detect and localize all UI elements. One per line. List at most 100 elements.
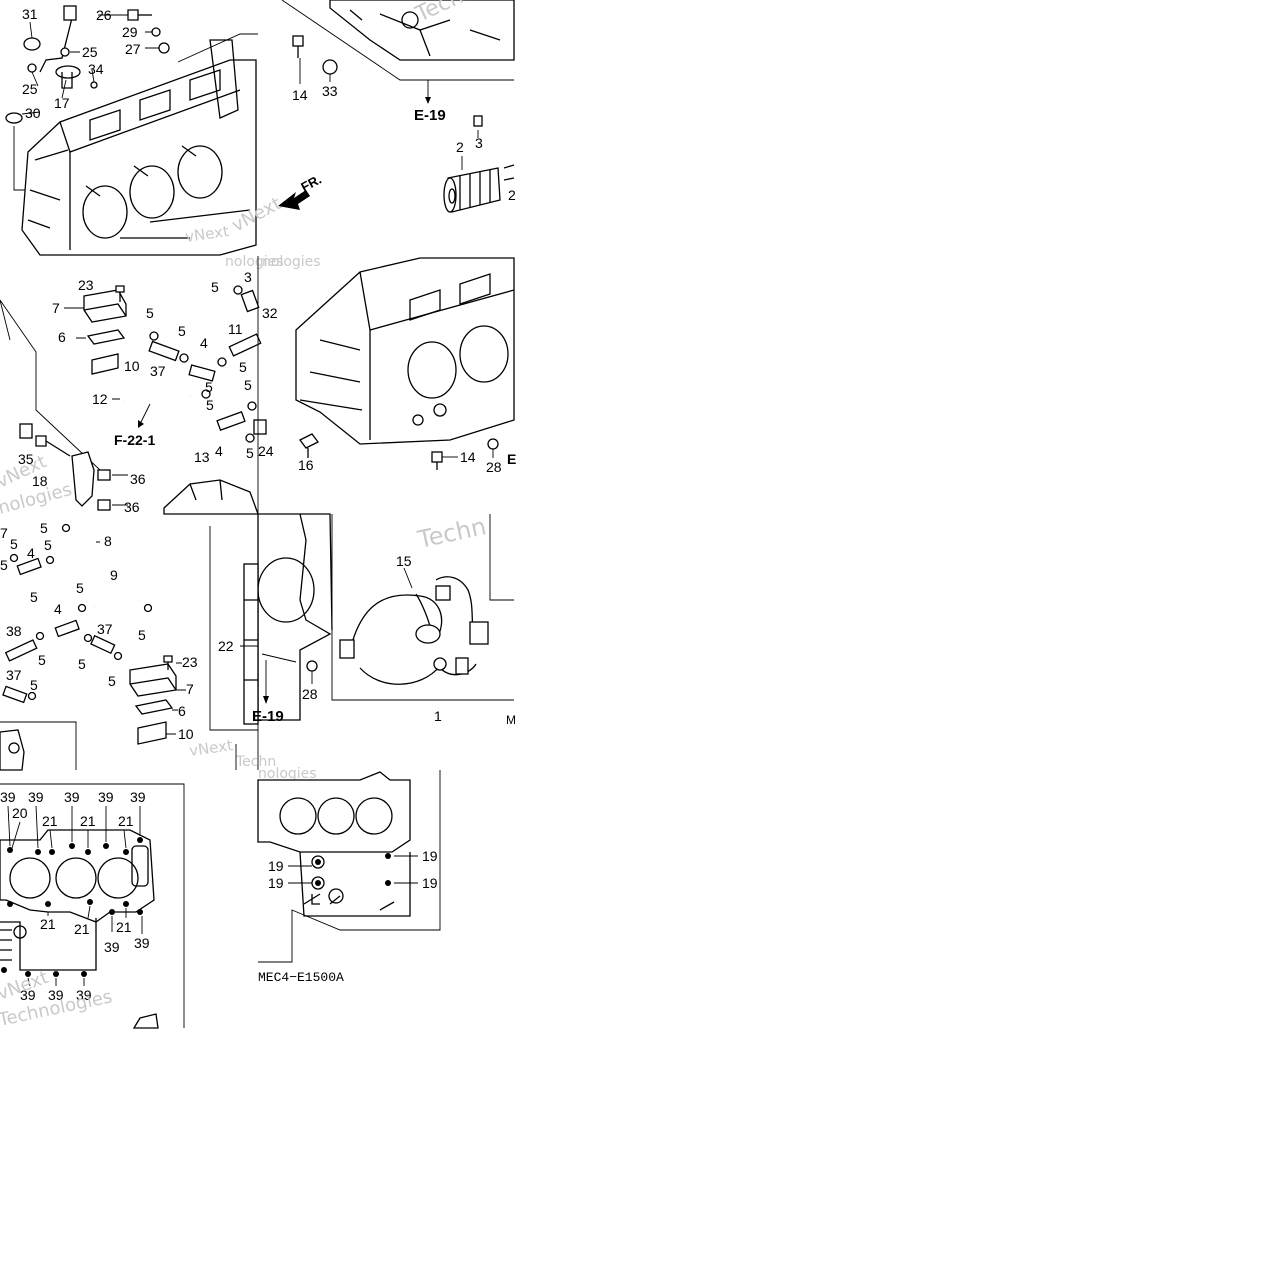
hose-13 (174, 415, 214, 445)
collar-35 (19, 423, 33, 439)
part-label-37c: 37 (6, 667, 22, 683)
pipe-37c (2, 685, 28, 704)
part-label-3: 3 (475, 135, 483, 151)
bolt-23 (115, 285, 125, 302)
part-label-4c: 4 (27, 545, 35, 561)
part-label-5k: 5 (44, 537, 52, 553)
clamp-5o (113, 651, 123, 661)
pipe-37b (90, 634, 116, 655)
clamp-5d (217, 357, 227, 367)
part-label-16: 16 (298, 457, 314, 473)
watermark-brand: vNext (184, 222, 230, 246)
part-label-39b: 39 (64, 789, 80, 805)
bolt-23b (163, 655, 173, 670)
part-label-24: 24 (258, 443, 274, 459)
part-label-7a: 7 (52, 300, 60, 316)
tile-head-gasket: 39 39 39 39 39 20 21 21 21 21 21 21 39 3… (0, 783, 185, 1031)
connector-a (339, 639, 355, 659)
breather-cover-7b (129, 663, 177, 697)
part-label-5b: 5 (178, 323, 186, 339)
engine-bracket-fragment (163, 479, 259, 515)
part-label-37b: 37 (97, 621, 113, 637)
part-label-1: 1 (434, 708, 442, 724)
part-label-4a: 4 (200, 335, 208, 351)
part-label-5q: 5 (78, 656, 86, 672)
part-label-19a: 19 (268, 858, 284, 874)
clamp-5n (83, 633, 93, 643)
part-label-22: 22 (218, 638, 234, 654)
connector-c (469, 621, 489, 645)
tile-breather-hoses-a: nologies (0, 254, 284, 519)
pipe-11 (228, 333, 262, 357)
crankcase-drawing (329, 0, 515, 61)
part-label-5g: 5 (206, 397, 214, 413)
part-label-39-cut: 39 (0, 789, 16, 805)
part-label-7-cut: 7 (0, 525, 8, 541)
part-label-5o: 5 (138, 627, 146, 643)
part-label-37-cut: 3 (244, 269, 252, 285)
part-label-5s: 5 (30, 677, 38, 693)
part-label-5h: 5 (246, 445, 254, 461)
clamp-5p (143, 603, 153, 613)
gasket-6 (86, 329, 126, 345)
part-label-31: 31 (22, 6, 38, 22)
crankcase-block-drawing (295, 257, 515, 445)
watermark-tile7: Techn (414, 512, 488, 554)
tile-cylinder-side: 22 28 E-19 vNext Techn (188, 513, 333, 770)
bolt-18 (35, 435, 71, 457)
gasket-6b (134, 699, 174, 715)
pipe-38 (4, 639, 38, 662)
pipe-32 (240, 289, 260, 313)
pipe-24 (253, 419, 267, 435)
clamp-5k (9, 553, 19, 563)
clamp-5e (201, 389, 211, 399)
section-ref-e19-top: E-19 (414, 107, 446, 124)
part-label-2-cut: 2 (508, 187, 516, 203)
part-label-21b: 21 (80, 813, 96, 829)
clamp-5a (149, 331, 159, 341)
part-label-34: 34 (88, 61, 104, 77)
part-label-5m: 5 (30, 589, 38, 605)
part-label-5l: 5 (0, 557, 8, 573)
section-ref-e19-mid: E-19 (252, 708, 284, 725)
part-label-12: 12 (92, 391, 108, 407)
part-label-36b: 36 (124, 499, 140, 515)
part-label-23b: 23 (182, 654, 198, 670)
plate-10 (91, 353, 119, 375)
washer-29 (151, 27, 161, 37)
part-label-21a: 21 (42, 813, 58, 829)
clamp-5j (45, 555, 55, 565)
part-label-6b: 6 (178, 703, 186, 719)
part-label-5i: 5 (40, 520, 48, 536)
sensor-14-lower (431, 451, 458, 470)
tile-lower-gasket: nologies 19 19 19 19 MEC4−E1500A (257, 766, 441, 985)
part-label-33: 33 (322, 83, 338, 99)
tile-edge-text: M (506, 713, 516, 727)
part-label-5r: 5 (108, 673, 116, 689)
part-label-13: 13 (194, 449, 210, 465)
part-label-30: 30 (25, 105, 41, 121)
part-label-36a: 36 (130, 471, 146, 487)
part-label-21c: 21 (118, 813, 134, 829)
part-label-39f: 39 (134, 935, 150, 951)
pipe-4c (16, 557, 42, 576)
part-label-5c: 5 (205, 379, 213, 395)
section-ref-f22-1: F-22-1 (114, 432, 155, 448)
cylinder-head-drawing (21, 39, 257, 256)
connector-b (435, 585, 451, 601)
washer-28a (487, 438, 499, 450)
part-label-15: 15 (396, 553, 412, 569)
pipe-4d (54, 619, 80, 638)
tile-cylinder-head-upper: FR. 31 26 29 27 25 34 25 17 30 vNext vNe… (5, 5, 324, 256)
clamp-5m (35, 631, 45, 641)
part-label-39g: 39 (20, 987, 36, 1003)
part-label-21d: 21 (40, 916, 56, 932)
watermark-company-tile3: nologies (225, 254, 284, 270)
part-label-5p: 5 (38, 652, 46, 668)
part-label-8: 8 (104, 533, 112, 549)
front-direction-label: FR. (298, 172, 324, 195)
bracket-fragment (132, 1013, 159, 1029)
part-label-38: 38 (6, 623, 22, 639)
watermark-company-tile9: nologies (258, 766, 317, 782)
